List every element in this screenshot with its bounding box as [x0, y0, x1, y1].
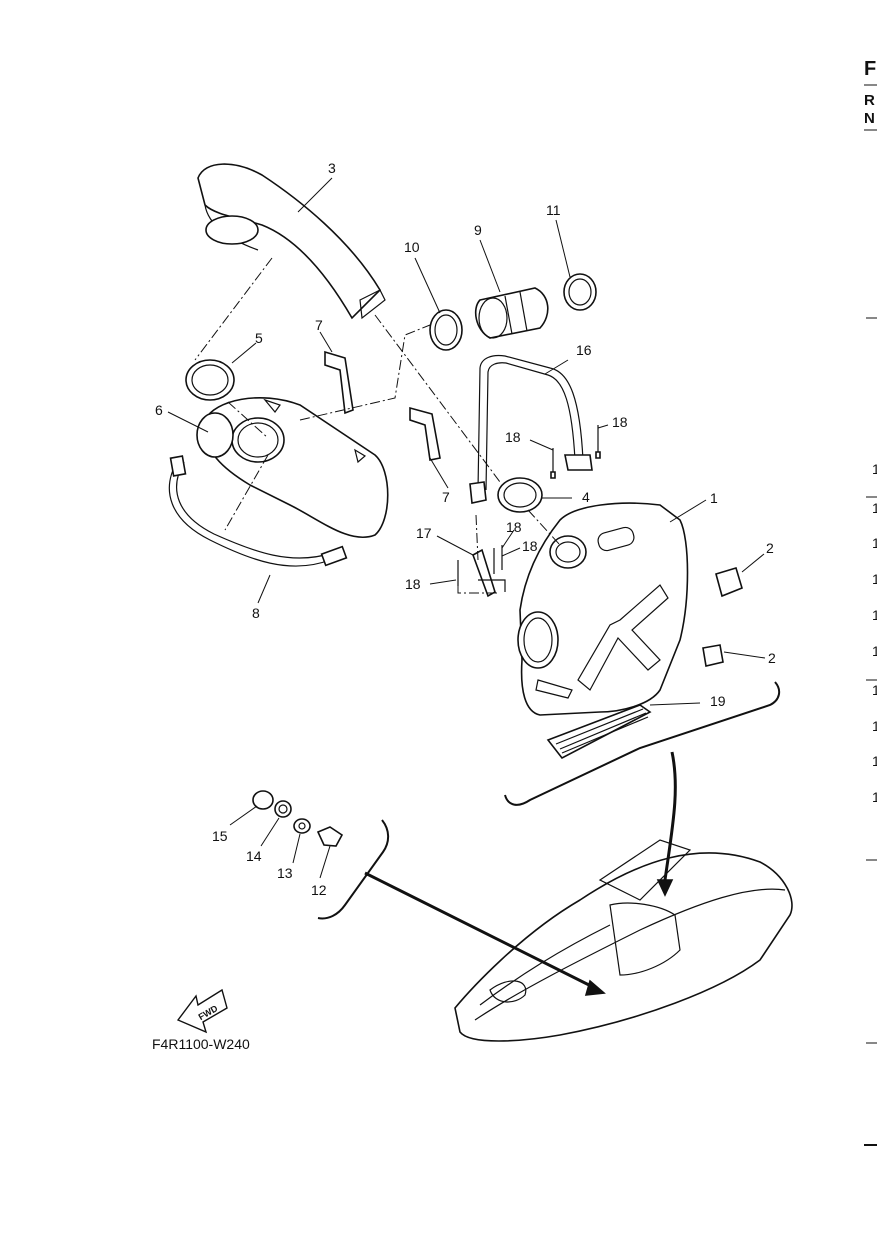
callout-5: 5	[255, 330, 263, 346]
callout-11: 11	[546, 202, 561, 218]
callout-7-lower: 7	[442, 489, 450, 505]
callout-17: 17	[416, 525, 432, 541]
part-9-joint	[474, 287, 549, 339]
callout-2-upper: 2	[766, 540, 774, 556]
callout-13: 13	[277, 865, 293, 881]
edge-letter-2: R	[864, 92, 875, 109]
callout-8: 8	[252, 605, 260, 621]
watercraft-hull	[454, 839, 793, 1042]
leader-lines	[167, 177, 766, 879]
callout-18-e: 18	[405, 576, 421, 592]
callout-16: 16	[576, 342, 592, 358]
part-14-collar	[274, 800, 292, 818]
edge-letter-3: N	[864, 110, 875, 127]
part-11-clamp	[563, 273, 597, 311]
edge-number: 1	[872, 500, 877, 516]
part-3-hose	[197, 163, 386, 320]
callout-14: 14	[246, 848, 262, 864]
part-2-cap-upper	[715, 567, 743, 598]
reference-lines	[194, 257, 561, 594]
part-1-tank	[517, 502, 689, 716]
callout-18-c: 18	[506, 519, 522, 535]
fwd-arrow-icon: FWD	[176, 988, 228, 1034]
callout-19: 19	[710, 693, 726, 709]
part-15-clip	[252, 790, 274, 810]
callout-15: 15	[212, 828, 228, 844]
part-8-drain-hose	[168, 455, 348, 567]
edge-number: 1	[872, 789, 877, 805]
part-7-bracket-upper	[324, 350, 354, 415]
part-7-bracket-lower	[409, 406, 441, 461]
callout-7-upper: 7	[315, 317, 323, 333]
callout-1: 1	[710, 490, 718, 506]
edge-number: 1	[872, 643, 877, 659]
edge-number: 1	[872, 571, 877, 587]
part-10-clamp	[429, 309, 463, 351]
part-5-clamp	[185, 359, 235, 401]
edge-letter-1: F	[864, 58, 877, 80]
callout-10: 10	[404, 239, 420, 255]
callout-18-d: 18	[522, 538, 538, 554]
part-16-band	[469, 354, 593, 504]
edge-number: 1	[872, 753, 877, 769]
part-6-water-box	[196, 397, 389, 538]
part-19-mat	[546, 704, 652, 760]
callout-9: 9	[474, 222, 482, 238]
callout-labels: 3 11 9 10 7 5 16 6 18 18 7 4 1 18 17 18 …	[155, 160, 776, 898]
small-parts-bracket	[317, 819, 606, 996]
callout-18-a: 18	[612, 414, 628, 430]
callout-3: 3	[328, 160, 336, 176]
part-18-rivets	[457, 425, 601, 586]
edge-number: 1	[872, 718, 877, 734]
part-13-washer	[293, 818, 311, 834]
edge-number: 1	[872, 682, 877, 698]
part-12-bolt	[316, 826, 344, 847]
figure-code: F4R1100-W240	[152, 1036, 250, 1052]
edge-number: 1	[872, 461, 877, 477]
tank-group-bracket	[504, 681, 781, 897]
callout-4: 4	[582, 489, 590, 505]
part-17-bracket	[472, 548, 506, 598]
callout-2-lower: 2	[768, 650, 776, 666]
part-4-clamp	[497, 477, 543, 513]
callout-12: 12	[311, 882, 327, 898]
part-2-cap-lower	[702, 644, 724, 667]
callout-18-b: 18	[505, 429, 521, 445]
edge-number: 1	[872, 607, 877, 623]
callout-6: 6	[155, 402, 163, 418]
edge-ticks	[864, 84, 877, 1146]
edge-number: 1	[872, 535, 877, 551]
